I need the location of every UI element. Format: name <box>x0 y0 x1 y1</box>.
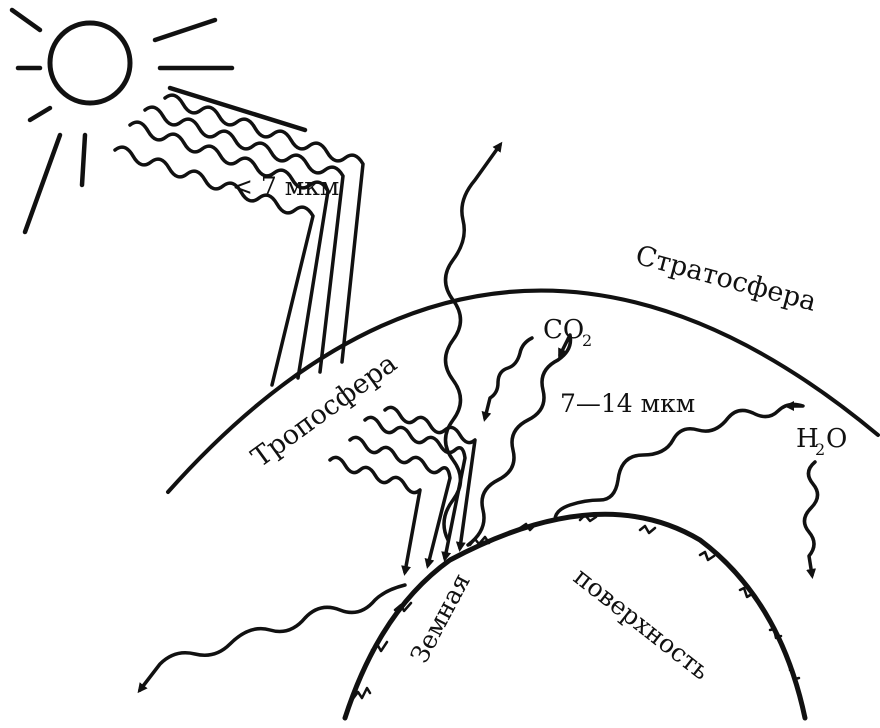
co2-subscript: 2 <box>582 331 592 350</box>
co2-label: CO 2 <box>543 315 592 350</box>
incoming-radiation-lower <box>330 407 475 572</box>
stratosphere-label: Стратосфера <box>632 240 819 318</box>
shortwave-label: < 7 мкм <box>232 172 339 201</box>
surface-texture <box>352 515 799 700</box>
surface-label-word2: поверхность <box>568 562 715 686</box>
surface-to-h2o-wave <box>555 404 803 520</box>
h2o-subscript: 2 <box>815 440 825 459</box>
troposphere-label: Тропосфера <box>246 348 403 474</box>
outgoing-longwave-escape <box>444 145 500 540</box>
h2o-o-text: O <box>826 424 847 454</box>
h2o-label: H 2 O <box>796 424 847 459</box>
incoming-radiation-upper <box>115 95 363 385</box>
surface-label-word1: Земная <box>405 568 476 667</box>
earth-surface-arc <box>345 514 805 718</box>
co2-text: CO <box>543 315 584 345</box>
h2o-downward-arrow <box>804 462 817 575</box>
longwave-label: 7—14 мкм <box>560 389 695 418</box>
co2-downward-arrow <box>485 338 532 418</box>
reflected-wave-arrow <box>140 585 405 690</box>
